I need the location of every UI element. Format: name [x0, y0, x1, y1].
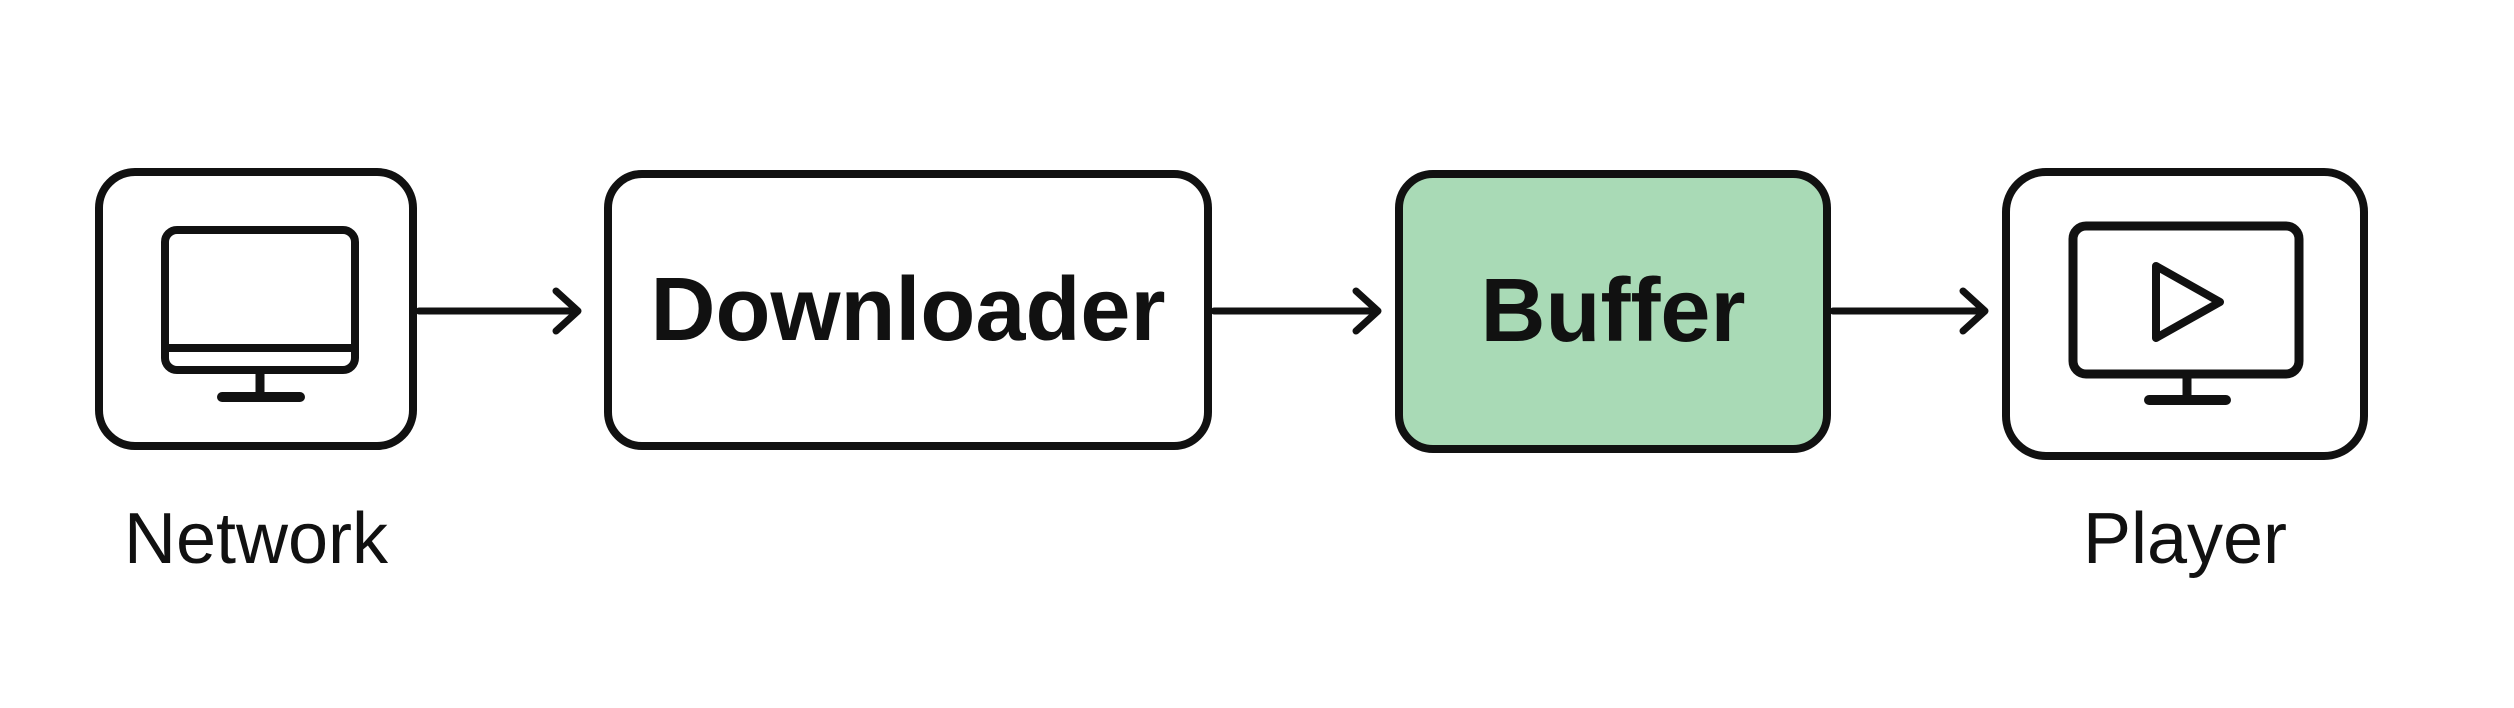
node-buffer: Buffer	[1395, 170, 1831, 453]
node-network	[95, 168, 417, 450]
downloader-node-label: Downloader	[650, 259, 1166, 360]
player-label: Player	[2082, 499, 2288, 579]
node-player	[2002, 168, 2368, 460]
node-downloader: Downloader	[604, 170, 1212, 450]
monitor-icon	[161, 226, 359, 402]
monitor-play-icon	[2068, 221, 2304, 405]
arrow-network-to-downloader	[415, 287, 582, 335]
arrow-buffer-to-player	[1829, 287, 1989, 335]
buffer-node-label: Buffer	[1480, 261, 1746, 361]
network-label: Network	[123, 499, 389, 579]
arrow-downloader-to-buffer	[1210, 287, 1382, 335]
